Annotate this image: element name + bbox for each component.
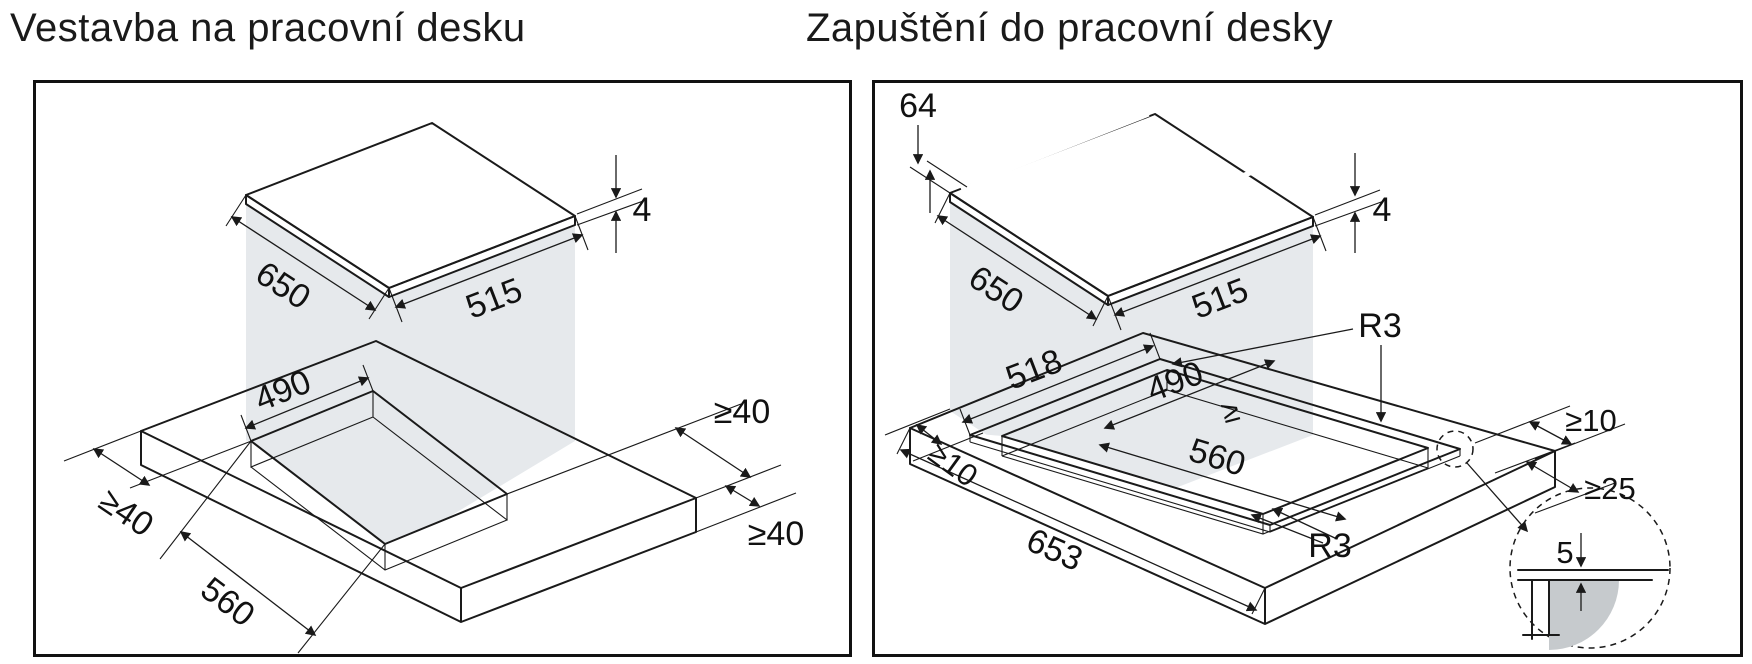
detail-section-lines xyxy=(1517,569,1669,640)
left-title: Vestavba na pracovní desku xyxy=(10,6,526,50)
detail-source-circle xyxy=(1436,430,1474,468)
dim-step-height-label: 5 xyxy=(1556,535,1573,570)
dim-cooktop-thickness-label: 4 xyxy=(1373,191,1392,229)
detail-shade xyxy=(1549,580,1619,650)
dim-clearance-left-label: ≥40 xyxy=(92,481,160,544)
cutout-inner-walls xyxy=(250,391,509,571)
worktop-near-margin xyxy=(141,431,696,588)
dim-clearance-edge-label: ≥25 xyxy=(1584,471,1636,506)
dimension-lines xyxy=(899,125,1580,612)
right-diagram-panel: 64 650 515 4 518 R3 490 ≥ 560 653 ≥10 ≥1… xyxy=(872,80,1743,657)
dim-clearance-right-top-label: ≥40 xyxy=(714,393,770,431)
dim-corner-radius-bottom-label: R3 xyxy=(1308,527,1351,565)
dimension-lines xyxy=(92,155,761,636)
dim-cutout-width-label: 560 xyxy=(194,570,262,634)
dim-edge-offset-label: 64 xyxy=(899,87,937,125)
dim-clearance-right-bottom-label: ≥40 xyxy=(748,515,804,553)
vent-slots xyxy=(333,143,483,238)
left-diagram-panel: 650 515 4 490 560 ≥40 ≥40 ≥40 xyxy=(33,80,852,657)
right-diagram: 64 650 515 4 518 R3 490 ≥ 560 653 ≥10 ≥1… xyxy=(884,87,1671,650)
detail-callout xyxy=(1436,430,1671,650)
right-title: Zapuštění do pracovní desky xyxy=(806,6,1334,50)
left-diagram: 650 515 4 490 560 ≥40 ≥40 ≥40 xyxy=(63,122,804,654)
detail-zoom-circle xyxy=(1509,487,1671,649)
dim-clearance-right-label: ≥10 xyxy=(1565,403,1617,438)
glass-edge-highlight xyxy=(960,113,1150,191)
vent-slots xyxy=(1032,148,1258,271)
dim-cooktop-thickness-label: 4 xyxy=(633,191,652,229)
dim-corner-radius-top-label: R3 xyxy=(1358,307,1401,345)
